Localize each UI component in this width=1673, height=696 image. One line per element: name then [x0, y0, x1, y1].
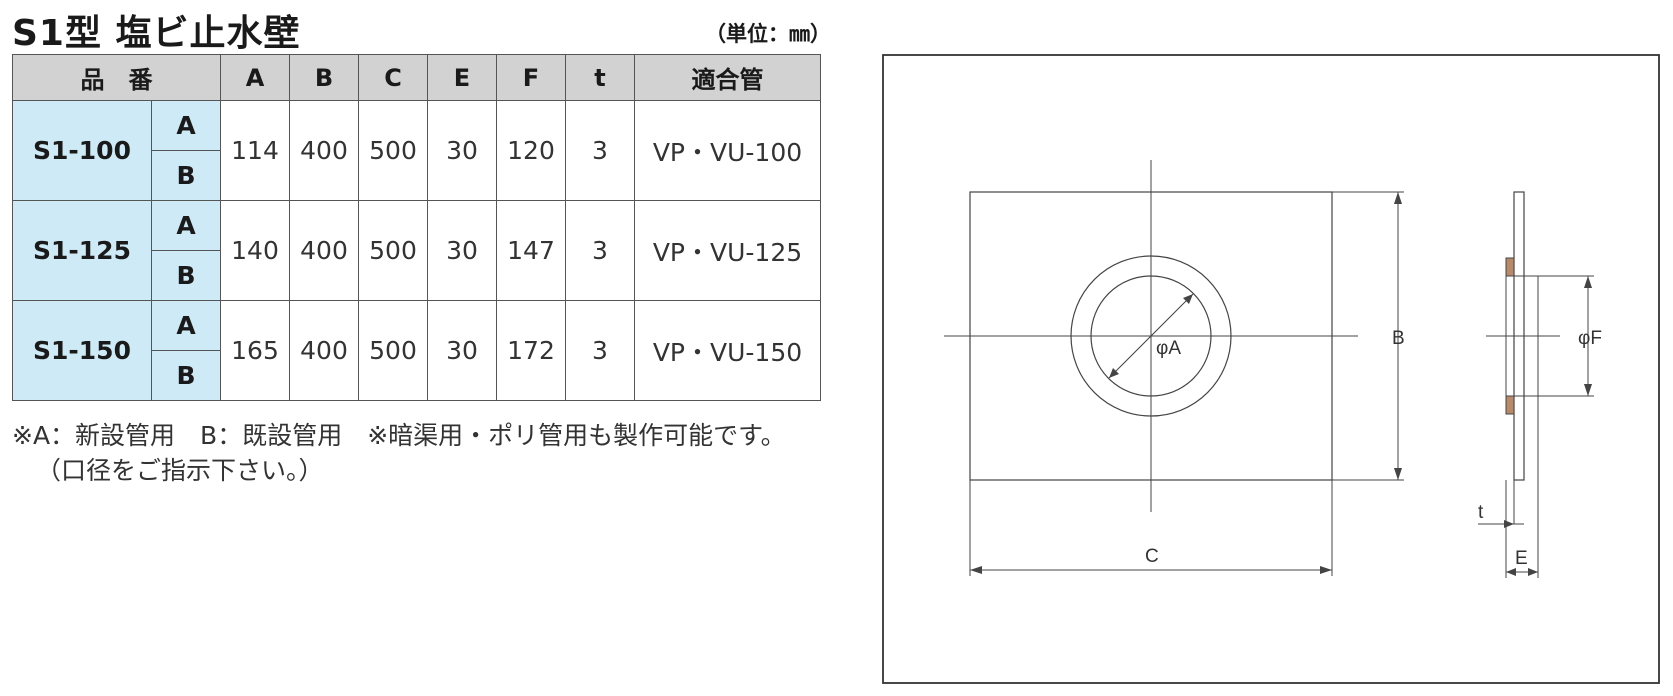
- arrow-head: [1506, 568, 1516, 576]
- header-e: E: [427, 54, 497, 101]
- arrow-head: [1584, 384, 1592, 396]
- table-row: S1-125 A 140 400 500 30 147 3 VP・VU-125: [12, 200, 821, 301]
- arrow-head: [1584, 276, 1592, 288]
- label-e: E: [1515, 548, 1528, 569]
- drawing-frame: [882, 54, 1660, 684]
- label-phi-a: φA: [1156, 338, 1181, 359]
- label-t: t: [1478, 502, 1484, 523]
- arrow-head: [970, 566, 982, 574]
- value-cell-e: 30: [427, 200, 497, 301]
- value-cell-f: 172: [496, 300, 566, 401]
- sub-type-cell: B: [151, 350, 221, 401]
- arrow-head: [1528, 568, 1538, 576]
- page-title: S1型 塩ビ止水壁: [12, 13, 301, 54]
- inner-ring: [1090, 275, 1212, 397]
- unit-label: （単位：㎜）: [705, 22, 831, 46]
- sub-type-cell: B: [151, 250, 221, 301]
- sub-type-cell: A: [151, 200, 221, 251]
- label-phi-f: φF: [1578, 328, 1602, 349]
- model-cell: S1-150: [12, 300, 152, 401]
- table-header-row: 品 番 A B C E F t 適合管: [12, 54, 821, 101]
- value-cell-b: 400: [289, 100, 359, 201]
- table-row: B: [13, 150, 821, 201]
- header-model: 品 番: [12, 54, 221, 101]
- header-c: C: [358, 54, 428, 101]
- diameter-a-line: [1108, 293, 1194, 379]
- value-cell-a: 114: [220, 100, 290, 201]
- header-a: A: [220, 54, 290, 101]
- value-cell-pipe: VP・VU-100: [634, 100, 821, 201]
- label-c: C: [1145, 546, 1159, 567]
- value-cell-t: 3: [565, 200, 635, 301]
- value-cell-f: 147: [496, 200, 566, 301]
- table-row: S1-100 A 114 400 500 30 120 3 VP・VU-100: [12, 100, 821, 201]
- value-cell-c: 500: [358, 100, 428, 201]
- value-cell-c: 500: [358, 200, 428, 301]
- model-cell: S1-125: [12, 200, 152, 301]
- value-cell-pipe: VP・VU-150: [634, 300, 821, 401]
- sleeve-bottom-flange: [1505, 395, 1515, 415]
- value-cell-c: 500: [358, 300, 428, 401]
- model-cell: S1-100: [12, 100, 152, 201]
- table-row: B: [13, 250, 821, 301]
- header-f: F: [496, 54, 566, 101]
- value-cell-b: 400: [289, 200, 359, 301]
- label-b: B: [1392, 328, 1405, 349]
- arrow-head: [1320, 566, 1332, 574]
- sub-type-cell: A: [151, 100, 221, 151]
- spec-table: 品 番 A B C E F t 適合管 S1-100 A 114 400 500…: [12, 54, 821, 401]
- value-cell-t: 3: [565, 300, 635, 401]
- value-cell-pipe: VP・VU-125: [634, 200, 821, 301]
- arrow-head: [1394, 468, 1402, 480]
- outer-ring: [1070, 255, 1232, 417]
- table-row: S1-150 A 165 400 500 30 172 3 VP・VU-150: [12, 300, 821, 401]
- value-cell-t: 3: [565, 100, 635, 201]
- value-cell-e: 30: [427, 300, 497, 401]
- value-cell-b: 400: [289, 300, 359, 401]
- table-row: B: [13, 350, 821, 401]
- value-cell-f: 120: [496, 100, 566, 201]
- header-t: t: [565, 54, 635, 101]
- sub-type-cell: A: [151, 300, 221, 351]
- header-b: B: [289, 54, 359, 101]
- value-cell-a: 165: [220, 300, 290, 401]
- arrow-head: [1394, 192, 1402, 204]
- footnote-line-2: （口径をご指示下さい。）: [36, 456, 324, 485]
- sleeve-top-flange: [1505, 257, 1515, 277]
- sub-type-cell: B: [151, 150, 221, 201]
- arrow-head: [1109, 368, 1119, 378]
- value-cell-a: 140: [220, 200, 290, 301]
- footnote: ※A：新設管用 B：既設管用 ※暗渠用・ポリ管用も製作可能です。 （口径をご指示…: [12, 418, 786, 488]
- technical-drawing: φA B C φF t E: [882, 54, 1660, 684]
- footnote-line-1: ※A：新設管用 B：既設管用 ※暗渠用・ポリ管用も製作可能です。: [12, 421, 786, 450]
- value-cell-e: 30: [427, 100, 497, 201]
- arrow-head: [1183, 294, 1193, 304]
- header-pipe: 適合管: [634, 54, 821, 101]
